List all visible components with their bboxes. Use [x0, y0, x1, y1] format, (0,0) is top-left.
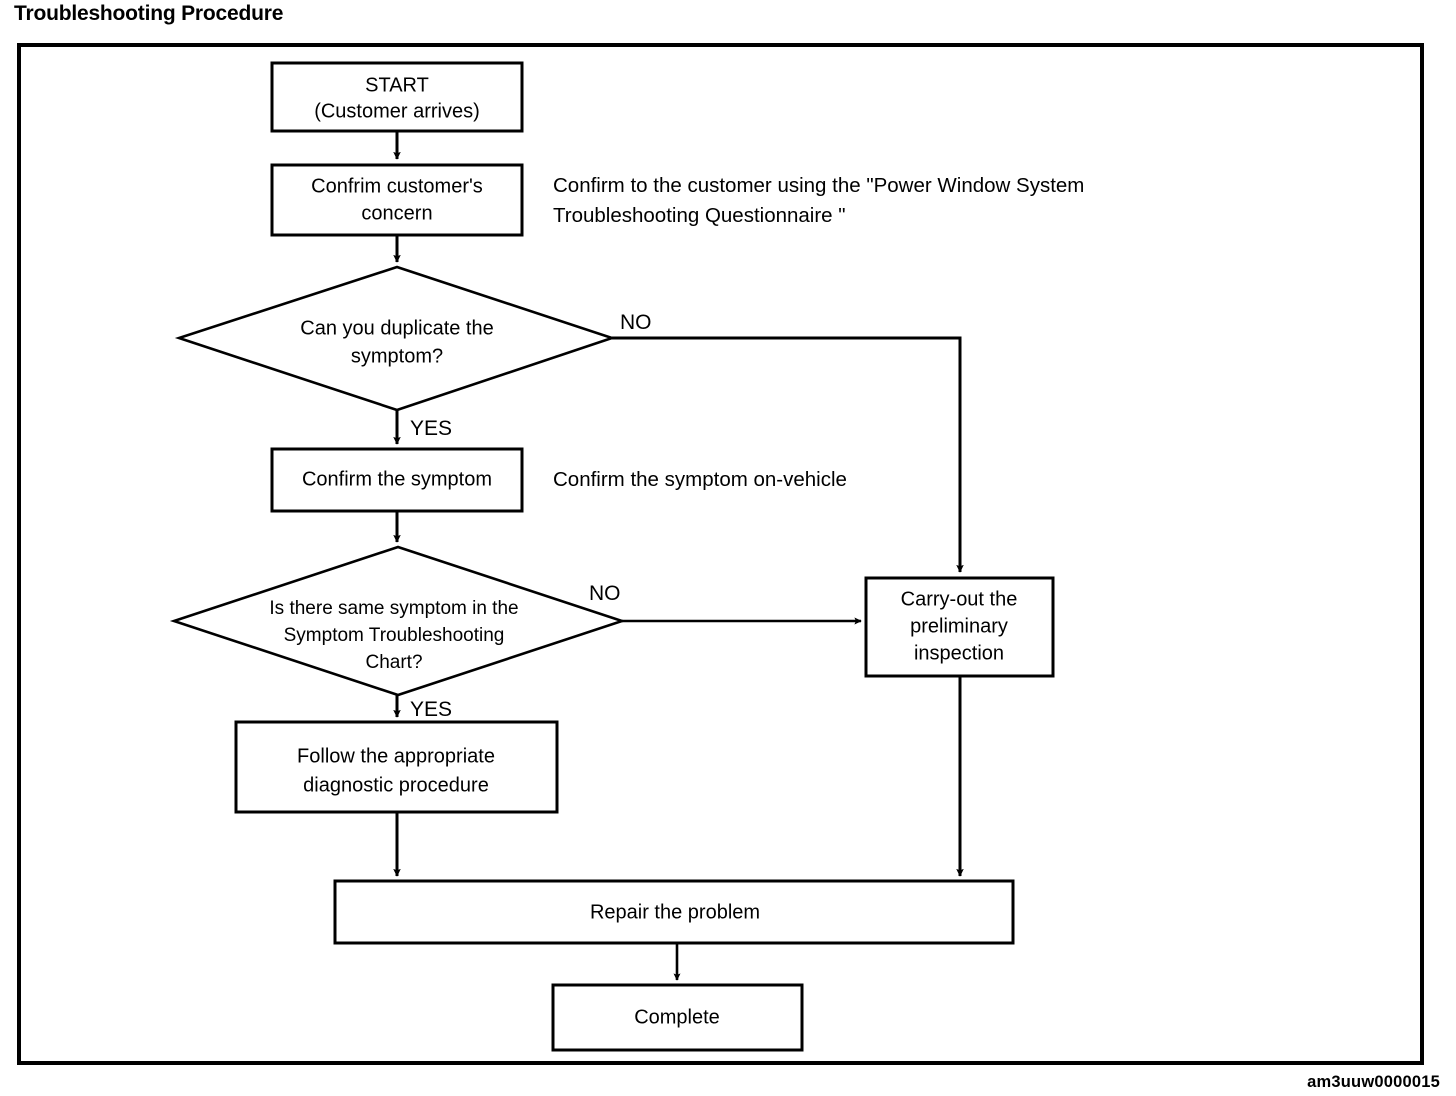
node-decision-duplicate-symptom[interactable]: Can you duplicate the symptom? [174, 265, 617, 412]
annotation-confirm-note: Confirm to the customer using the "Power… [553, 174, 1084, 227]
edge-duplicate-no-to-preliminary [612, 336, 964, 573]
node-preliminary-inspection[interactable]: Carry-out the preliminary inspection [864, 576, 1055, 678]
node-decision-symptom-chart[interactable]: Is there same symptom in the Symptom Tro… [169, 545, 627, 697]
node-confirm-line1: Confrim customer's [311, 175, 483, 197]
node-prelim-line3: inspection [914, 642, 1004, 664]
node-duplicate-line2: symptom? [351, 345, 443, 367]
node-repair-problem[interactable]: Repair the problem [333, 879, 1015, 945]
content-frame [17, 43, 1424, 1065]
confirm-note-line1: Confirm to the customer using the "Power… [553, 174, 1084, 197]
confirm-note-line2: Troubleshooting Questionnaire " [553, 204, 846, 227]
node-prelim-line2: preliminary [910, 615, 1008, 637]
node-complete-line1: Complete [634, 1006, 720, 1028]
node-confirm-line2: concern [361, 202, 432, 224]
node-chart-line3: Chart? [365, 652, 422, 673]
node-duplicate-line1: Can you duplicate the [300, 317, 493, 339]
branch-label-yes-chart: YES [410, 698, 452, 721]
node-confirm-customer-concern[interactable]: Confrim customer's concern [270, 163, 524, 237]
node-complete[interactable]: Complete [551, 983, 804, 1052]
node-start[interactable]: START (Customer arrives) [270, 61, 524, 133]
node-confirm-symptom[interactable]: Confirm the symptom [270, 447, 524, 513]
branch-label-no-chart: NO [589, 582, 621, 605]
node-diag-line2: diagnostic procedure [303, 774, 489, 796]
page-title: Troubleshooting Procedure [14, 2, 284, 25]
node-follow-diagnostic-procedure[interactable]: Follow the appropriate diagnostic proced… [234, 720, 559, 814]
node-start-line2: (Customer arrives) [314, 100, 480, 122]
branch-label-yes-duplicate: YES [410, 417, 452, 440]
node-diag-line1: Follow the appropriate [297, 745, 495, 767]
node-start-line1: START [365, 74, 429, 96]
annotation-symptom-note: Confirm the symptom on-vehicle [553, 468, 847, 491]
symptom-note-line1: Confirm the symptom on-vehicle [553, 468, 847, 491]
branch-label-no-duplicate: NO [620, 311, 652, 334]
node-confirm-symptom-line1: Confirm the symptom [302, 468, 492, 490]
document-id-label: am3uuw0000015 [1307, 1073, 1440, 1091]
node-repair-line1: Repair the problem [590, 901, 760, 923]
node-chart-line2: Symptom Troubleshooting [284, 625, 505, 646]
node-chart-line1: Is there same symptom in the [269, 598, 518, 619]
node-prelim-line1: Carry-out the [901, 588, 1018, 610]
